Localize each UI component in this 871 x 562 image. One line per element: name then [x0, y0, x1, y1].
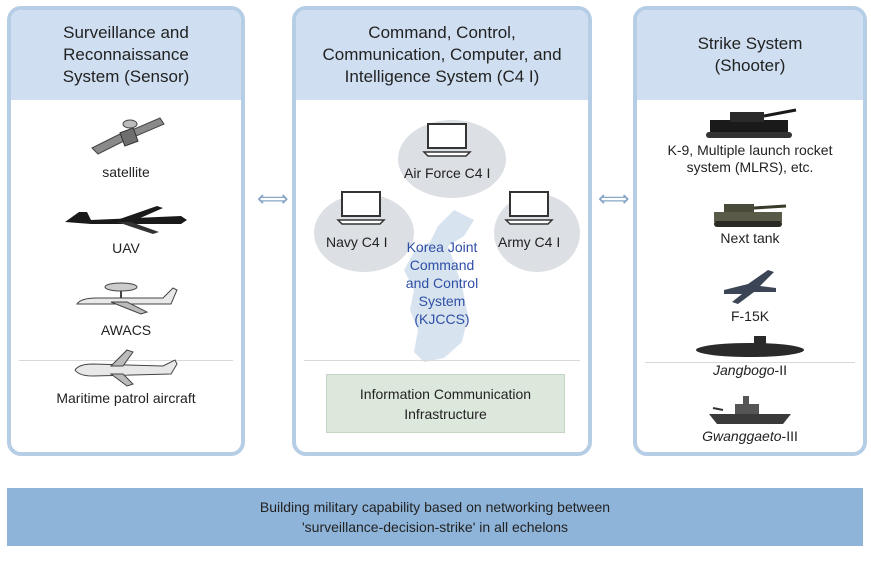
army-c4i-label: Army C4 I [498, 234, 561, 250]
shooter-title-line: Strike System [697, 34, 803, 53]
patrol-aircraft-label: Maritime patrol aircraft [56, 390, 196, 406]
laptop-icon [504, 191, 554, 225]
sensor-title-line: System (Sensor) [62, 67, 190, 86]
kjccs-line: and Control [405, 275, 479, 291]
c4i-title-line: Communication, Computer, and [322, 45, 562, 64]
bidirectional-arrow-icon: ⟺ [598, 186, 630, 211]
submarine-item: Jangbogo-II [637, 330, 863, 378]
kjccs-line: Command [409, 257, 475, 273]
fighter-jet-item: F-15K [637, 266, 863, 324]
banner-line: 'surveillance-decision-strike' in all ec… [301, 519, 569, 535]
submarine-label: Jangbogo-II [637, 362, 863, 378]
uav-item: UAV [11, 202, 241, 256]
korea-map-icon [404, 210, 474, 362]
artillery-label: K-9, Multiple launch rocket system (MLRS… [637, 142, 863, 176]
satellite-icon [91, 117, 165, 155]
banner-line: Building military capability based on ne… [259, 499, 611, 515]
uav-label: UAV [112, 240, 140, 256]
artillery-label-line: K-9, Multiple launch rocket [667, 142, 833, 158]
shooter-panel-title: Strike System (Shooter) [637, 10, 863, 100]
navy-c4i-label: Navy C4 I [326, 234, 388, 250]
c4i-title-line: Command, Control, [368, 23, 516, 42]
warship-item: Gwanggaeto-III [637, 394, 863, 444]
warship-name: Gwanggaeto [702, 428, 782, 444]
infrastructure-line: Information Communication [359, 385, 532, 402]
capability-banner: Building military capability based on ne… [7, 488, 863, 546]
infrastructure-line: Infrastructure [404, 405, 487, 422]
patrol-aircraft-item: Maritime patrol aircraft [11, 348, 241, 406]
c4i-title-line: Intelligence System (C4 I) [344, 67, 540, 86]
artillery-label-line: system (MLRS), etc. [686, 159, 814, 175]
shooter-panel: Strike System (Shooter) K-9, Multiple la… [633, 6, 867, 456]
patrol-aircraft-icon [74, 349, 178, 387]
laptop-icon [336, 191, 386, 225]
laptop-icon [422, 123, 472, 157]
sensor-title-line: Reconnaissance [63, 45, 189, 64]
kjccs-label: Korea Joint Command and Control System (… [400, 238, 484, 328]
submarine-class: -II [774, 362, 787, 378]
satellite-item: satellite [11, 114, 241, 180]
awacs-item: AWACS [11, 280, 241, 338]
fighter-jet-label: F-15K [730, 308, 770, 324]
kjccs-line: System [418, 293, 466, 309]
divider [645, 362, 855, 363]
kjccs-line: Korea Joint [406, 239, 478, 255]
tank-item: Next tank [637, 200, 863, 246]
kjccs-line: (KJCCS) [414, 311, 470, 327]
artillery-icon [706, 108, 797, 138]
air-force-c4i-label: Air Force C4 I [404, 165, 491, 181]
awacs-icon [76, 282, 178, 315]
c4i-panel: Command, Control, Communication, Compute… [292, 6, 592, 456]
infrastructure-box: Information Communication Infrastructure [326, 374, 565, 433]
c4i-panel-title: Command, Control, Communication, Compute… [296, 10, 588, 100]
fighter-jet-icon [724, 270, 776, 304]
warship-icon [709, 396, 791, 424]
sensor-panel-title: Surveillance and Reconnaissance System (… [11, 10, 241, 100]
artillery-item: K-9, Multiple launch rocket system (MLRS… [637, 106, 863, 176]
satellite-label: satellite [102, 164, 150, 180]
awacs-label: AWACS [100, 322, 152, 338]
uav-icon [65, 206, 187, 234]
submarine-name: Jangbogo [713, 362, 775, 378]
bidirectional-arrow-icon: ⟺ [257, 186, 289, 211]
sensor-title-line: Surveillance and [63, 23, 189, 42]
tank-icon [714, 204, 787, 227]
warship-class: -III [781, 428, 798, 444]
submarine-icon [696, 336, 804, 357]
warship-label: Gwanggaeto-III [637, 428, 863, 444]
divider [304, 360, 580, 361]
shooter-title-line: (Shooter) [714, 56, 786, 75]
tank-label: Next tank [720, 230, 780, 246]
sensor-panel: Surveillance and Reconnaissance System (… [7, 6, 245, 456]
